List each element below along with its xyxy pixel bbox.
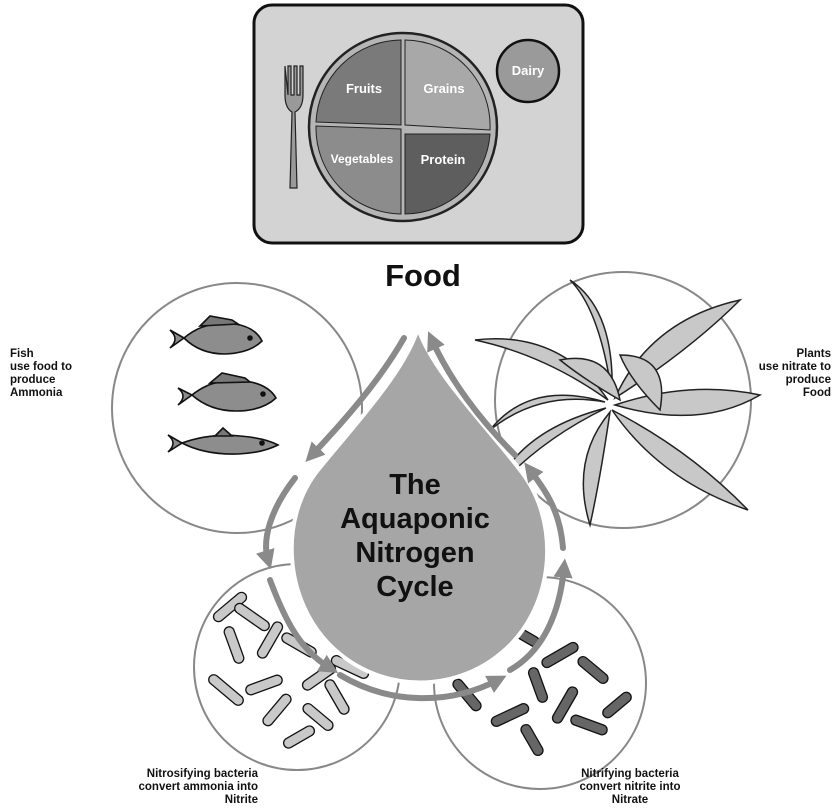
arrow-fish-to-nitrosifying — [256, 475, 298, 570]
nitrifying-caption: Nitrifying bacteria convert nitrite into… — [579, 768, 681, 806]
plate-grains-section — [404, 39, 491, 131]
plate-vegetables-section — [315, 125, 402, 215]
myplate-icon — [307, 31, 499, 223]
dairy-cup-icon — [495, 38, 561, 104]
fish-icon — [167, 426, 280, 455]
fish-icon — [169, 315, 263, 355]
title-line-1: The — [389, 469, 441, 501]
cycle-arrows — [256, 331, 573, 702]
plate-fruits-section — [315, 39, 402, 126]
fish-caption: Fish use food to produce Ammonia — [10, 348, 72, 399]
plate-dairy-label: Dairy — [511, 63, 545, 78]
plants-caption: Plants use nitrate to produce Food — [758, 348, 831, 399]
water-droplet — [289, 321, 550, 685]
arrow-nitrifying-to-plants — [507, 558, 573, 673]
title-line-4: Cycle — [376, 571, 454, 603]
food-label: Food — [385, 258, 461, 293]
plate-protein-label: Protein — [420, 152, 466, 167]
arrow-food-to-fish — [305, 335, 407, 462]
arrow-to-nitrifying — [337, 672, 507, 702]
plate-fruits-label: Fruits — [345, 81, 383, 96]
diagram-title: The Aquaponic Nitrogen Cycle — [320, 468, 510, 604]
plate-grains-label: Grains — [423, 81, 465, 96]
fish-icon — [177, 372, 278, 412]
plant-icon — [474, 279, 763, 528]
title-line-3: Nitrogen — [355, 537, 475, 569]
plate-vegetables-label: Vegetables — [330, 152, 394, 166]
arrow-plants-to-food — [427, 331, 518, 458]
arrow-nitrosifying-to-center — [267, 577, 339, 673]
fork-icon — [284, 65, 304, 189]
title-line-2: Aquaponic — [340, 503, 490, 535]
plate-protein-section — [404, 133, 491, 215]
nitrosifying-caption: Nitrosifying bacteria convert ammonia in… — [138, 768, 259, 806]
arrow-up-right — [524, 462, 566, 551]
